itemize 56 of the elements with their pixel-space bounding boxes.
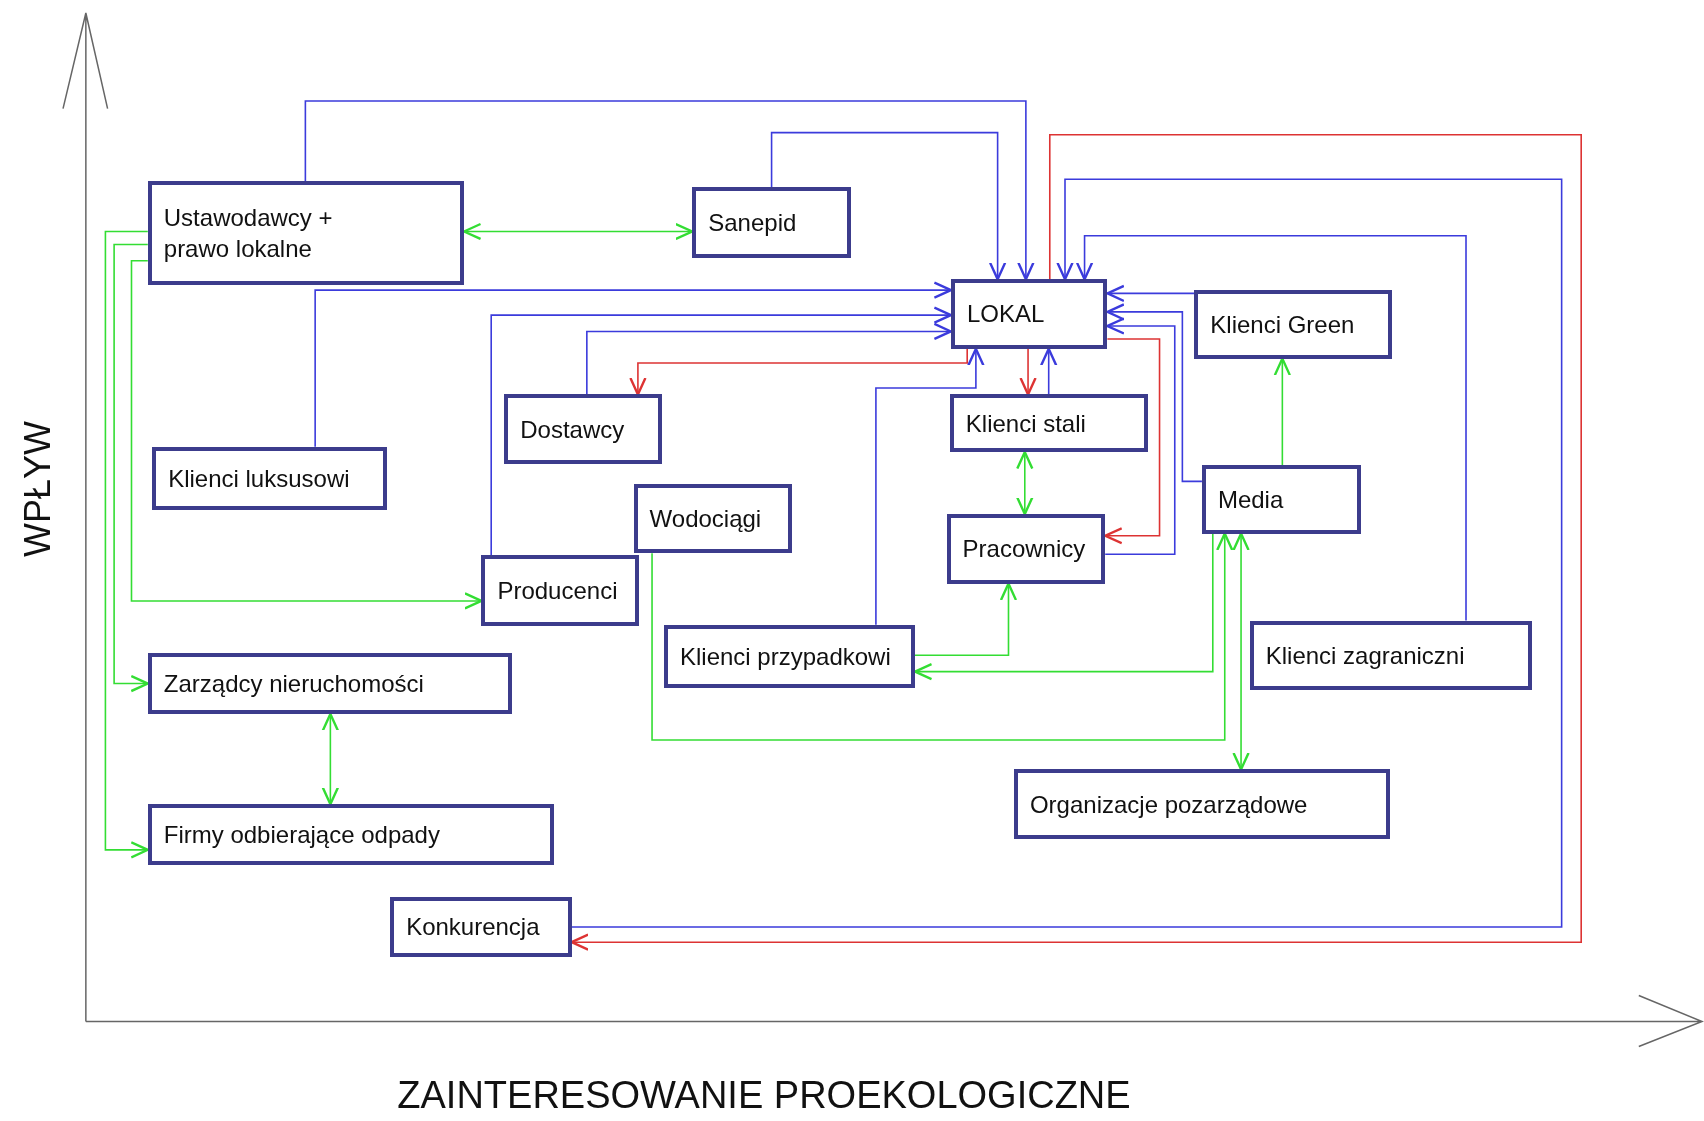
- connector-arrow: [1273, 357, 1292, 466]
- connector-arrow: [1106, 284, 1196, 303]
- connector-arrow: [875, 347, 985, 626]
- stakeholder-box: [147, 181, 464, 285]
- stakeholder-box: [1249, 620, 1533, 691]
- box-label: Producenci: [497, 576, 618, 607]
- box-label: Firmy odbierające odpady: [163, 820, 440, 850]
- connector-arrow: [321, 712, 340, 806]
- box-label: Klienci przypadkowi: [680, 641, 891, 672]
- connector-arrow: [304, 100, 1035, 281]
- connector-arrow: [1019, 348, 1037, 396]
- connector-arrow: [130, 260, 483, 610]
- stakeholder-box: [504, 394, 662, 465]
- stakeholder-box: [1201, 465, 1361, 534]
- connector-arrow: [1104, 338, 1161, 545]
- box-label: Pracownicy: [962, 534, 1086, 565]
- box-label: Konkurencja: [406, 912, 540, 943]
- box-label: Klienci luksusowi: [168, 463, 350, 494]
- stakeholder-box: [946, 514, 1106, 584]
- box-label: LOKAL: [966, 299, 1045, 330]
- connector-arrow: [629, 348, 968, 396]
- connector-arrow: [770, 131, 1007, 281]
- connector-arrow: [1075, 235, 1467, 622]
- stakeholder-box: [390, 896, 572, 958]
- connector-arrow: [113, 243, 149, 693]
- stakeholder-box: [692, 186, 851, 258]
- connector-arrow: [1104, 317, 1176, 556]
- box-label: Media: [1217, 484, 1284, 515]
- connector-arrow: [1106, 303, 1203, 483]
- stakeholder-box: [664, 624, 915, 688]
- box-label: Klienci zagraniczni: [1265, 640, 1465, 671]
- stakeholder-box: [633, 483, 793, 554]
- connector-arrow: [651, 532, 1234, 741]
- box-label: Ustawodawcy + prawo lokalne: [163, 202, 334, 265]
- box-label: Zarządcy nieruchomości: [163, 668, 424, 699]
- stakeholder-box: [1013, 769, 1390, 839]
- stakeholder-box: [147, 653, 512, 714]
- connector-arrow: [1016, 450, 1034, 516]
- stakeholder-box: [481, 555, 639, 626]
- axis-label: ZAINTERESOWANIE PROEKOLOGICZNE: [397, 1073, 1131, 1117]
- box-label: Organizacje pozarządowe: [1029, 789, 1308, 820]
- connector-arrow: [1232, 532, 1250, 771]
- stakeholder-box: [1194, 290, 1393, 359]
- box-label: Dostawcy: [520, 414, 625, 445]
- box-label: Klienci Green: [1210, 309, 1355, 340]
- stakeholder-box: [147, 804, 555, 865]
- box-label: Sanepid: [708, 207, 797, 238]
- connector-arrow: [914, 582, 1018, 657]
- box-label: Klienci stali: [965, 408, 1086, 439]
- stakeholder-box: [950, 279, 1108, 349]
- axis-label: WPŁYW: [17, 421, 60, 557]
- stakeholder-box: [152, 446, 387, 510]
- stakeholder-box: [949, 394, 1148, 453]
- box-label: Wodociągi: [649, 503, 762, 534]
- connector-arrow: [1040, 347, 1058, 396]
- connector-arrow: [104, 230, 149, 859]
